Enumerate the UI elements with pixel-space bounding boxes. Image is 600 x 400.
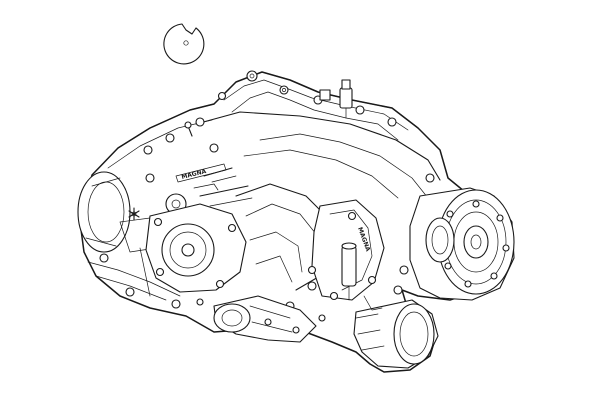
upper-bell-housing	[195, 71, 441, 199]
pump-cover	[145, 203, 247, 293]
lower-flange-bolts	[196, 298, 326, 326]
actuator-post	[341, 242, 357, 301]
top-sensor	[319, 79, 353, 119]
flange-bolt-holes	[444, 200, 510, 288]
shift-motor	[353, 295, 439, 369]
bottom-motor	[213, 295, 317, 343]
guide-pin	[184, 121, 193, 137]
rear-output-flange	[409, 187, 515, 301]
top-bolts	[217, 70, 397, 127]
left-bearing-boss	[77, 171, 187, 253]
detached-plug-disc	[163, 23, 205, 65]
star-symbol	[128, 207, 140, 221]
